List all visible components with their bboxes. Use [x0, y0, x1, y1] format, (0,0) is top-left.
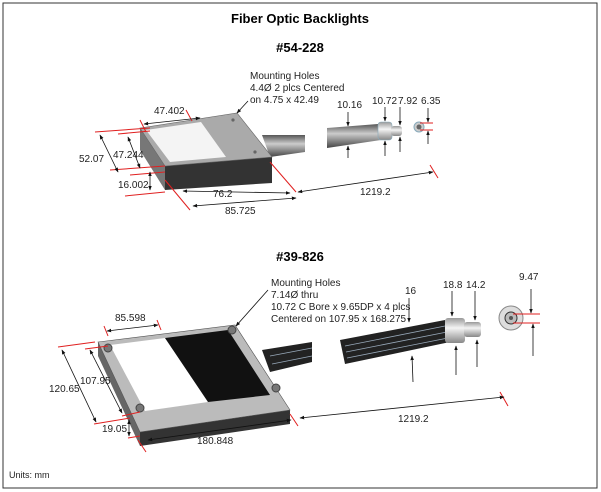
mounting-note-line: 7.14Ø thru — [271, 290, 318, 301]
cable — [262, 135, 305, 157]
dim-overall-length: 85.725 — [225, 206, 256, 217]
mount-hole — [231, 118, 235, 122]
panel-light-area — [146, 122, 226, 162]
cable-end — [327, 124, 381, 148]
mounting-note-line: 10.72 C Bore x 9.65DP x 4 plcs — [271, 302, 410, 313]
dim-thickness: 16.002 — [118, 180, 149, 191]
mounting-note-line: Mounting Holes — [271, 278, 340, 289]
dim-panel-length: 76.2 — [213, 189, 233, 200]
part-39-826: #39-826 Mounting Holes 7.14Ø thru 10.72 … — [49, 249, 540, 453]
part-number: #39-826 — [276, 249, 324, 264]
panel-front-side — [165, 157, 272, 190]
mount-hole — [253, 150, 257, 154]
dim-tip-dia: 14.2 — [466, 280, 486, 291]
dim-end-dia: 9.47 — [519, 272, 539, 283]
ferrule — [445, 318, 465, 343]
dim-overall-depth: 120.65 — [49, 384, 80, 395]
mount-holes — [103, 325, 281, 413]
units-note: Units: mm — [9, 470, 50, 480]
page-title: Fiber Optic Backlights — [231, 11, 369, 26]
dim-cable-dia: 10.16 — [337, 100, 362, 111]
fiber-core — [416, 124, 422, 130]
mounting-note-line: Centered on 107.95 x 168.275 — [271, 314, 407, 325]
panel-left-side — [140, 128, 165, 190]
dim-cable-length: 1219.2 — [398, 414, 429, 425]
ferrule-tip — [391, 126, 402, 136]
dim-inner-depth: 107.95 — [80, 376, 111, 387]
cable-strands — [269, 325, 449, 365]
cable — [262, 342, 312, 372]
mounting-note-line: Mounting Holes — [250, 71, 319, 82]
dim-cable-length: 1219.2 — [360, 187, 391, 198]
dim-top-width: 85.598 — [115, 313, 146, 324]
part-number: #54-228 — [276, 40, 324, 55]
plate-light-area — [110, 338, 208, 411]
dim-overall-length: 180.848 — [197, 436, 234, 447]
dim-ferrule-dia: 10.72 — [372, 96, 397, 107]
dim-overall-depth: 52.07 — [79, 154, 104, 165]
dim-inner-depth: 47.244 — [113, 150, 144, 161]
ferrule — [377, 121, 393, 141]
mounting-note-line: 4.4Ø 2 plcs Centered — [250, 83, 345, 94]
dim-ferrule-dia: 18.8 — [443, 280, 463, 291]
plate-dark-area — [165, 330, 270, 402]
dim-thickness: 19.05 — [102, 424, 127, 435]
dim-top-width: 47.402 — [154, 106, 185, 117]
ferrule-tip — [464, 322, 481, 337]
dim-end-dia: 6.35 — [421, 96, 441, 107]
dim-tip-dia: 7.92 — [398, 96, 418, 107]
part-54-228: #54-228 Mounting Holes 4.4Ø 2 plcs Cente… — [79, 40, 441, 217]
fiber-core — [509, 316, 513, 320]
dim-cable-dia: 16 — [405, 286, 417, 297]
mounting-note-line: on 4.75 x 42.49 — [250, 95, 319, 106]
